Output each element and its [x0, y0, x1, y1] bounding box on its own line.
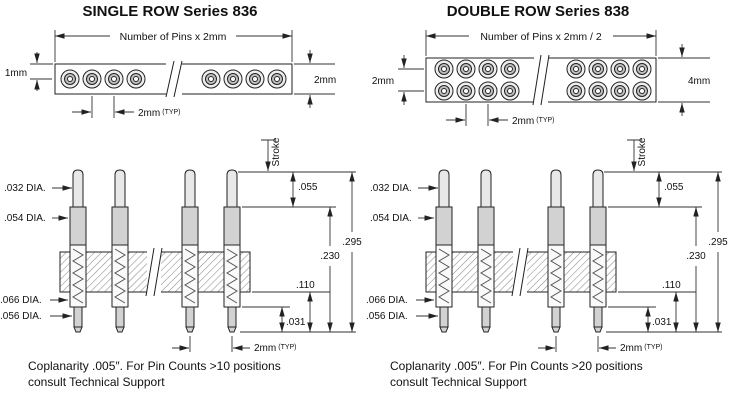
dia-056-label: .056 DIA.: [0, 311, 42, 322]
single-row-note-line2: consult Technical Support: [28, 375, 165, 389]
pin-hole: [566, 59, 586, 79]
break-mark: [532, 54, 542, 106]
pin-hole: [588, 81, 608, 101]
single-row-top-view: Number of Pins x 2mm 1mm 2mm 2mm(TYP): [5, 30, 336, 119]
pitch-typ: (TYP): [644, 344, 662, 351]
double-row-title: DOUBLE ROW Series 838: [447, 3, 630, 20]
dim-110-label: .110: [662, 280, 681, 291]
extension-lines: [30, 30, 335, 118]
break-gap: [534, 56, 548, 104]
pitch-value: 2mm: [138, 108, 160, 119]
pin-hole: [82, 69, 102, 89]
length-dim-label: Number of Pins x 2mm / 2: [480, 31, 602, 43]
pin-hole: [126, 69, 146, 89]
extension-lines: [398, 30, 710, 126]
pin-hole: [456, 81, 476, 101]
pin-hole: [588, 59, 608, 79]
single-row-drawing: SINGLE ROW Series 836 Number of Pins x 2…: [0, 3, 362, 389]
section-pitch-label: 2mm(TYP): [254, 343, 297, 354]
dim-295-label: .295: [342, 237, 362, 248]
dia-054-label: .054 DIA.: [370, 213, 412, 224]
pin-hole: [434, 81, 454, 101]
break-mark: [540, 54, 550, 106]
dim-031-label: .031: [652, 317, 672, 328]
pin-hole: [610, 59, 630, 79]
dim-031-label: .031: [286, 317, 306, 328]
dia-056-label: .056 DIA.: [366, 311, 408, 322]
dim-110-label: .110: [296, 280, 315, 291]
stroke-label: Stroke: [637, 137, 648, 166]
break-gap: [166, 62, 182, 96]
pin-hole: [60, 69, 80, 89]
height-dim-label: 4mm: [688, 76, 710, 87]
pin-hole: [267, 69, 287, 89]
dia-054-label: .054 DIA.: [4, 213, 46, 224]
single-row-note-line1: Coplanarity .005″. For Pin Counts >10 po…: [28, 359, 281, 373]
height-dim-label: 2mm: [314, 75, 336, 86]
dim-230-label: .230: [320, 251, 340, 262]
dia-066-label: .066 DIA.: [366, 295, 408, 306]
break-mark: [173, 60, 183, 98]
pin-hole: [456, 59, 476, 79]
break-mark: [165, 60, 175, 98]
section-pitch-label: 2mm(TYP): [620, 343, 663, 354]
pin-hole: [566, 81, 586, 101]
dim-055-label: .055: [298, 182, 318, 193]
double-row-section-view: Stroke .032 DIA. .054 DIA. .066 DIA. .05…: [366, 137, 728, 354]
row-pitch-label: 2mm: [372, 76, 394, 87]
pin-hole: [434, 59, 454, 79]
pin-hole: [478, 59, 498, 79]
double-row-note-line1: Coplanarity .005″. For Pin Counts >20 po…: [390, 359, 643, 373]
length-dim-label: Number of Pins x 2mm: [120, 31, 227, 43]
edge-dim-label: 1mm: [5, 68, 27, 79]
pin-hole: [201, 69, 221, 89]
double-row-drawing: DOUBLE ROW Series 838 Number of Pins x 2…: [366, 3, 728, 389]
section-geometry: [416, 140, 722, 352]
dia-032-label: .032 DIA.: [4, 183, 46, 194]
pin-hole: [245, 69, 265, 89]
pin-hole: [478, 81, 498, 101]
pin-hole: [632, 59, 652, 79]
pitch-typ: (TYP): [536, 117, 554, 124]
dim-055-label: .055: [664, 182, 684, 193]
pitch-value: 2mm: [254, 343, 276, 354]
pin-hole: [500, 59, 520, 79]
dim-230-label: .230: [686, 251, 706, 262]
pitch-value: 2mm: [512, 116, 534, 127]
dia-066-label: .066 DIA.: [0, 295, 42, 306]
pin-hole: [104, 69, 124, 89]
dim-295-label: .295: [708, 237, 728, 248]
dia-032-label: .032 DIA.: [370, 183, 412, 194]
pitch-dim-label: 2mm(TYP): [512, 116, 555, 127]
stroke-label: Stroke: [271, 137, 282, 166]
single-row-title: SINGLE ROW Series 836: [82, 3, 257, 20]
single-row-section-view: Stroke .032 DIA. .054 DIA. .066 DIA. .05…: [0, 137, 362, 354]
pin-hole: [500, 81, 520, 101]
pitch-value: 2mm: [620, 343, 642, 354]
pitch-typ: (TYP): [162, 109, 180, 116]
double-row-top-view: Number of Pins x 2mm / 2 2mm 4mm 2mm(TYP…: [372, 30, 710, 127]
section-geometry: [50, 140, 356, 352]
pin-hole: [610, 81, 630, 101]
pitch-dim-label: 2mm(TYP): [138, 108, 181, 119]
pin-hole: [632, 81, 652, 101]
double-row-note-line2: consult Technical Support: [390, 375, 527, 389]
pin-hole: [223, 69, 243, 89]
pitch-typ: (TYP): [278, 344, 296, 351]
